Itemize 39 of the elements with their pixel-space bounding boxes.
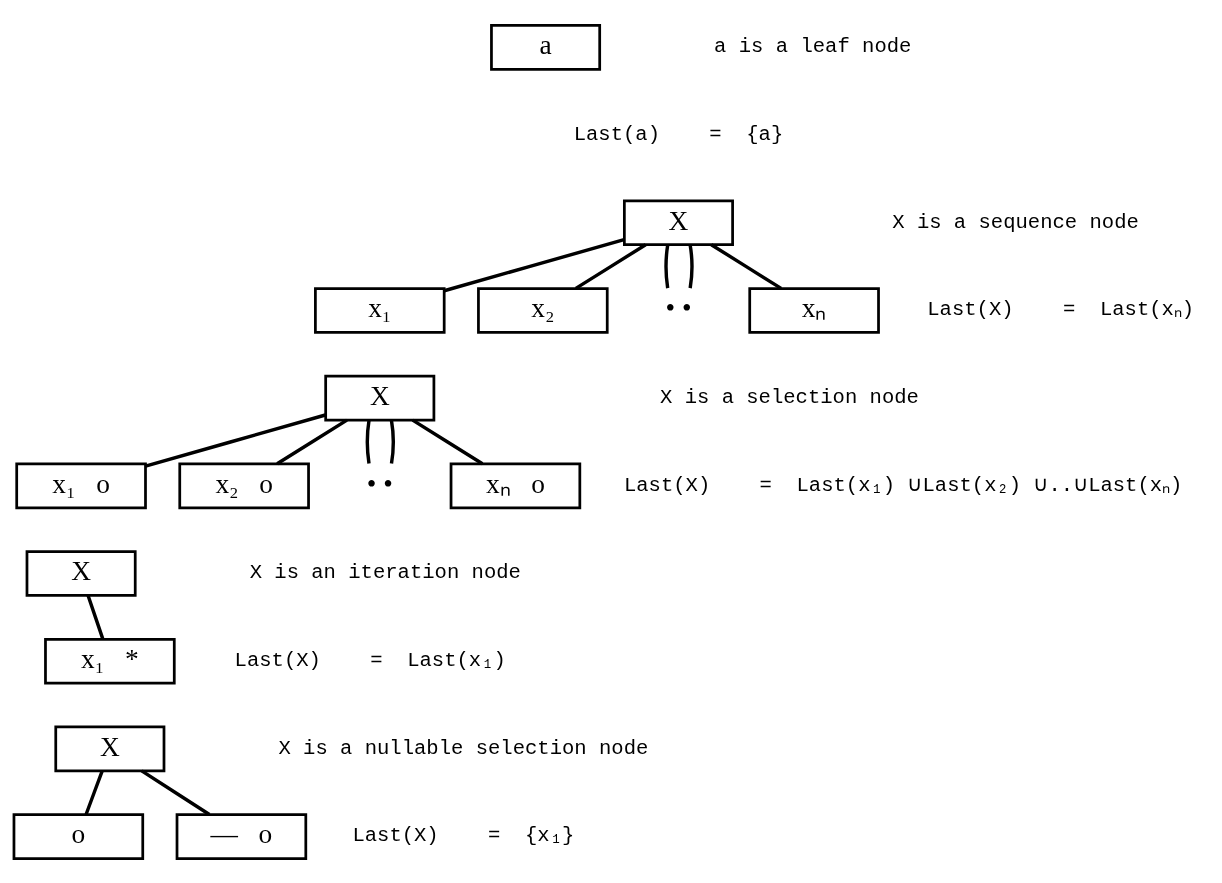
node-box: X: [25, 549, 137, 597]
node-box: X: [324, 374, 436, 421]
label: Last(X) = {x₁}: [352, 823, 575, 847]
connector: [140, 768, 211, 816]
label: Last(X) = Last(x₁) ∪Last(x₂) ∪..∪Last(xₙ): [623, 473, 1183, 497]
connector: [574, 242, 647, 290]
node-box: x₁: [314, 286, 446, 334]
connector: [84, 769, 104, 815]
connector: [145, 412, 326, 468]
label: a is a leaf node: [714, 34, 912, 58]
label: X is a sequence node: [892, 210, 1139, 234]
connector: [664, 243, 670, 288]
node-box: x₁ o: [15, 462, 147, 509]
label: Last(X) = Last(x₁): [234, 648, 506, 672]
label: Last(a) = {a}: [573, 122, 784, 146]
node-box: a: [490, 23, 602, 71]
connector: [710, 242, 783, 290]
label: Last(X) = Last(xₙ): [927, 297, 1195, 321]
node-box: x₂ o: [178, 462, 310, 509]
label: X is a nullable selection node: [278, 736, 649, 760]
node-box: xₙ o: [449, 462, 582, 509]
label: X is a selection node: [659, 385, 919, 409]
node-box: X: [623, 199, 734, 246]
node-box: X: [54, 725, 166, 772]
node-box: x₂: [477, 286, 609, 334]
connector: [389, 419, 395, 464]
connector: [276, 418, 348, 465]
connector: [86, 594, 105, 639]
node-box: xₙ: [748, 286, 880, 334]
connector: [365, 419, 371, 464]
connector: [443, 237, 625, 292]
connector: [411, 418, 484, 465]
connector: [688, 243, 694, 288]
label: X is an iteration node: [249, 560, 521, 584]
node-box: x₁ *: [44, 637, 176, 684]
node-box: o: [12, 812, 145, 860]
node-text: • •: [665, 292, 692, 323]
node-text: • •: [366, 468, 393, 499]
node-box: — o: [175, 812, 308, 860]
